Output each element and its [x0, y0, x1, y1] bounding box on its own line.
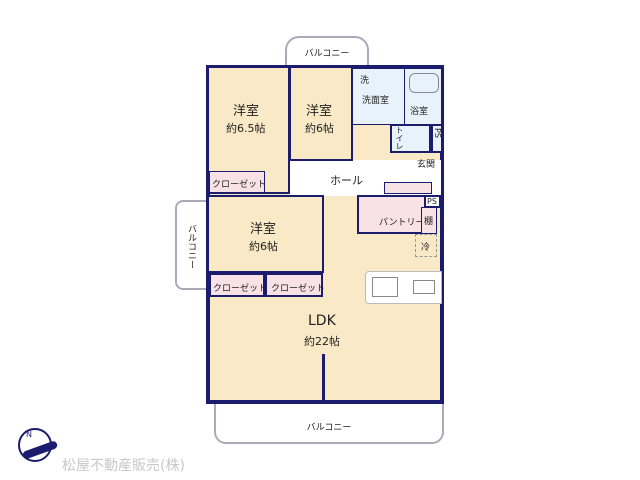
- western-room-3: [207, 195, 324, 273]
- pantry: パントリー: [357, 195, 427, 234]
- ps-1: PS: [431, 124, 443, 153]
- compass-icon: N: [18, 428, 59, 462]
- western-room-2: [289, 66, 353, 161]
- balcony-bottom: バルコニー: [214, 400, 444, 444]
- stove: [413, 280, 435, 294]
- closet-1: クローゼット: [209, 171, 266, 193]
- sink: [372, 277, 398, 297]
- shoe-cabinet: [384, 182, 432, 194]
- washroom: [352, 68, 405, 125]
- fridge-space: 冷: [415, 234, 437, 257]
- shelf: 棚: [421, 207, 437, 234]
- closet-2: クローゼット: [209, 273, 267, 297]
- company-name: 松屋不動産販売(株): [62, 458, 185, 474]
- closet-3: クローゼット: [265, 273, 325, 297]
- balcony-left: バルコニー: [175, 200, 209, 290]
- kitchen-counter: [365, 271, 442, 304]
- bathtub: [409, 73, 439, 93]
- ldk-partition: [322, 354, 325, 402]
- ps-2: PS: [424, 195, 441, 208]
- balcony-top: バルコニー: [285, 36, 369, 70]
- toilet: トイレ: [390, 124, 431, 153]
